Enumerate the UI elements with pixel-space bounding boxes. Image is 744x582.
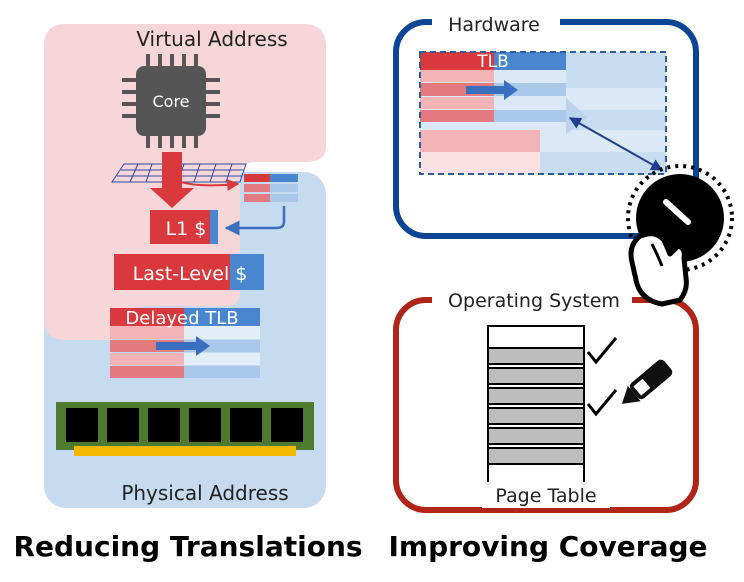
core-label: Core bbox=[152, 92, 189, 111]
checkmark-icon bbox=[586, 337, 618, 365]
grid-to-tlb-arrow bbox=[175, 178, 240, 191]
page-table-icon bbox=[487, 325, 585, 485]
tlb-label: TLB bbox=[476, 52, 509, 72]
improving-coverage-panel: Hardware TLB bbox=[388, 8, 734, 563]
operating-system-label: Operating System bbox=[448, 290, 620, 312]
hardware-label: Hardware bbox=[448, 14, 540, 36]
delayed-tlb-label: Delayed TLB bbox=[125, 308, 238, 329]
tlb-to-l1-arrow bbox=[224, 206, 286, 236]
checkmark-icon bbox=[586, 389, 618, 417]
memory-module-icon bbox=[56, 402, 314, 456]
virtual-address-label: Virtual Address bbox=[136, 27, 287, 51]
l1-cache-label: L1 $ bbox=[166, 218, 207, 240]
reducing-translations-caption: Reducing Translations bbox=[13, 530, 362, 563]
delayed-tlb-block bbox=[110, 308, 260, 378]
physical-address-label: Physical Address bbox=[121, 481, 288, 505]
core-chip-icon bbox=[122, 54, 220, 148]
improving-coverage-caption: Improving Coverage bbox=[388, 530, 707, 563]
llc-block bbox=[114, 254, 264, 290]
core-to-l1-arrow bbox=[150, 152, 194, 208]
hand-icon bbox=[628, 231, 689, 307]
pen-icon bbox=[621, 359, 673, 404]
llc-label: Last-Level $ bbox=[133, 263, 248, 285]
page-table-label: Page Table bbox=[495, 485, 596, 507]
mini-tlb-icon bbox=[244, 174, 298, 202]
reducing-translations-panel: Virtual Address Core bbox=[13, 24, 363, 563]
l1-cache-block bbox=[150, 210, 218, 244]
tlb-table bbox=[419, 51, 667, 175]
